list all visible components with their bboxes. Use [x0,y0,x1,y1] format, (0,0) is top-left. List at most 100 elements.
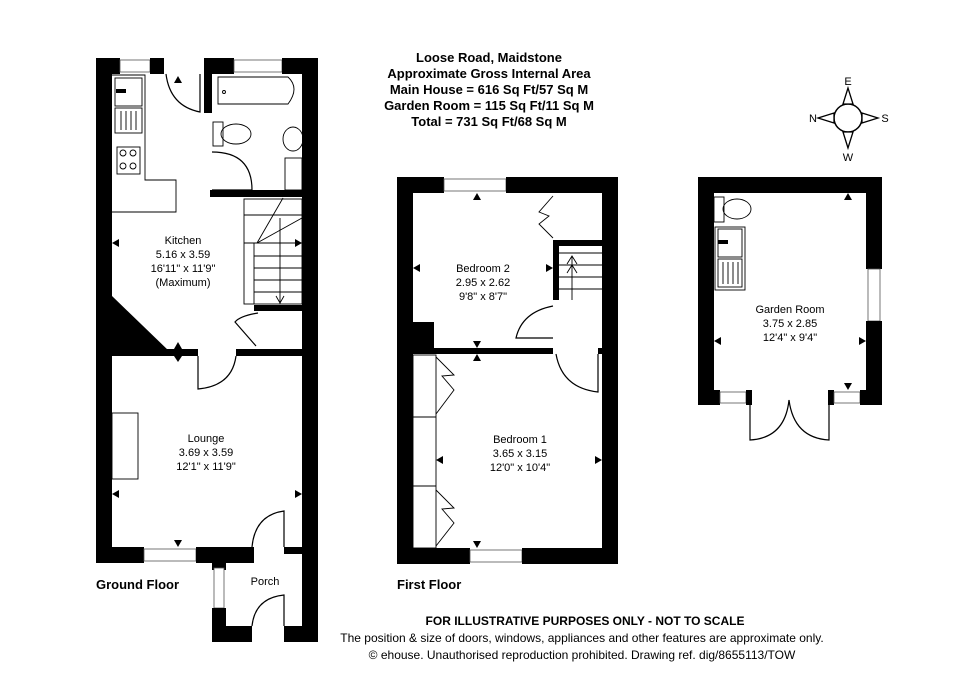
basin [282,126,304,152]
wall [746,390,752,405]
staircase [559,252,602,300]
wall [413,348,553,354]
bedroom2-imperial: 9'8" x 8'7" [459,291,507,303]
garden-room-metric: 3.75 x 2.85 [763,318,817,330]
sink-bowl [114,77,143,107]
wall [397,548,470,564]
bedroom2-metric: 2.95 x 2.62 [456,277,510,289]
wall [236,349,304,356]
wall [698,177,714,405]
cupboard [284,157,303,191]
dimension-arrow [546,264,553,272]
dimension-arrow [112,239,119,247]
dimension-arrow [595,456,602,464]
compass-needle-bottom [842,131,854,151]
lounge-label: Lounge [188,433,225,445]
dimension-arrow [473,193,481,200]
window [143,548,197,562]
toilet-cistern [713,196,725,223]
back-door-swing [165,73,201,113]
dimension-arrow [295,239,302,247]
lounge-imperial: 12'1" x 11'9" [176,461,236,473]
hob-ring [119,162,127,170]
wall [413,322,434,352]
wall [397,177,444,193]
wardrobe [412,354,437,549]
porch-label: Porch [251,576,280,588]
dimension-arrow [844,383,852,390]
address-title: Loose Road, Maidstone [416,50,562,65]
compass-needle-top [842,85,854,105]
french-door-left [749,399,790,441]
wall [150,58,164,74]
dimension-arrow [413,264,420,272]
kitchen-imperial: 16'11" x 11'9" [151,263,216,275]
chimney-breast [111,412,139,480]
dimension-arrow [473,341,481,348]
wall [282,58,304,74]
wall [212,560,226,570]
compass-label-bottom: W [843,152,854,164]
wall [828,390,834,405]
bathroom-fixtures [211,76,304,191]
wall [212,626,252,642]
wall [506,177,618,193]
kitchen-units [112,74,177,213]
features-note: The position & size of doors, windows, a… [340,631,823,645]
window [119,59,151,73]
ground-floor-label: Ground Floor [96,577,179,592]
wall [860,390,882,405]
french-door-right [788,399,830,441]
wall [397,177,413,564]
bathroom-door-swing [211,151,253,191]
window [867,268,881,322]
window [719,391,747,404]
dimension-arrow [436,456,443,464]
toilet-bowl [220,123,252,145]
dimension-arrow [174,356,182,362]
total-area: Total = 731 Sq Ft/68 Sq M [411,114,566,129]
hob-ring [129,162,137,170]
fitted-wardrobes [412,354,456,549]
wall [698,390,720,405]
window [469,549,523,563]
sink-drainer [114,107,143,134]
garden-room-area: Garden Room = 115 Sq Ft/11 Sq M [384,98,594,113]
wall-chamfer [112,296,170,352]
staircase [243,197,303,305]
wall [284,547,304,554]
wall [866,321,882,405]
dimension-arrow [844,193,852,200]
wall [698,177,882,193]
bedroom2-door-swing [515,305,554,339]
garden-room-plan: Garden Room 3.75 x 2.85 12'4" x 9'4" [698,177,882,441]
compass-label-top: E [844,76,851,88]
disclaimer-text: FOR ILLUSTRATIVE PURPOSES ONLY - NOT TO … [426,614,745,628]
header-block: Loose Road, Maidstone Approximate Gross … [384,50,594,129]
toilet-bowl [722,198,752,220]
window [833,391,861,404]
compass-label-right: S [881,113,888,125]
bedroom1-metric: 3.65 x 3.15 [493,448,547,460]
cupboard-door [234,312,259,347]
copyright-text: © ehouse. Unauthorised reproduction proh… [369,648,796,662]
sink-drainer [717,258,743,288]
stairs-outline [243,198,303,305]
bedroom1-label: Bedroom 1 [493,434,547,446]
compass-circle [833,103,863,133]
wall [112,349,198,356]
wall [553,240,559,300]
wall [96,58,112,563]
wall [254,305,304,311]
first-floor-plan: Bedroom 2 2.95 x 2.62 9'8" x 8'7" Bedroo… [397,177,618,592]
dimension-arrow [295,490,302,498]
garden-room-imperial: 12'4" x 9'4" [763,332,817,344]
window [213,567,225,609]
kitchen-label: Kitchen [165,235,202,247]
dimension-arrow [174,540,182,547]
porch-front-door [251,594,285,627]
dimension-arrow [174,76,182,83]
wall [96,58,120,74]
compass-needle-left [815,112,835,124]
dimension-arrow [473,541,481,548]
